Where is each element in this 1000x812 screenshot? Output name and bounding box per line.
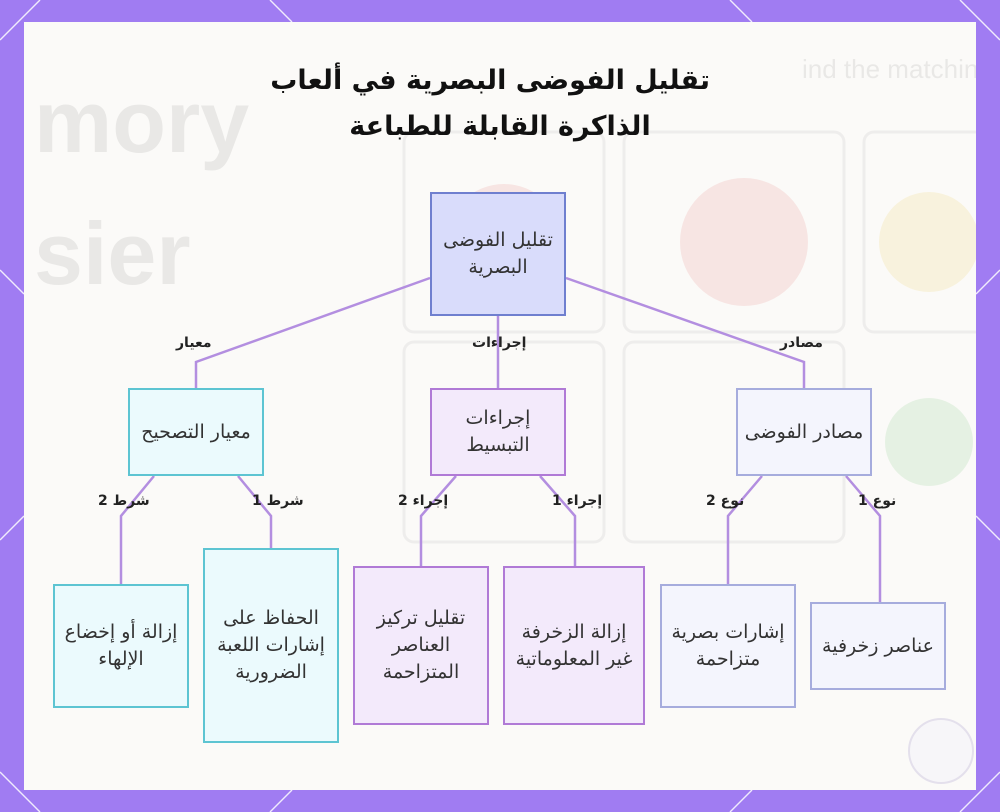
edge-label-proc2: إجراء 2 — [398, 493, 449, 509]
node-procedures-text: إجراءات التبسيط — [465, 407, 531, 456]
edge-label-type2: نوع 2 — [706, 493, 745, 509]
node-cond1-text: الحفاظ على إشارات اللعبة الضرورية — [217, 607, 325, 683]
node-cond2: إزالة أو إخضاع الإلهاء — [53, 584, 189, 708]
edge-root-sources — [565, 276, 806, 388]
node-type1-text: عناصر زخرفية — [822, 634, 934, 657]
background-word-1: mory — [34, 72, 249, 171]
edge-sources-type2 — [726, 475, 763, 584]
node-root: تقليل الفوضى البصرية — [430, 192, 566, 316]
node-proc1-text: إزالة الزخرفة غير المعلوماتية — [515, 620, 633, 670]
background-word-3: ind the matching p — [802, 54, 976, 84]
title-line-2: الذاكرة القابلة للطباعة — [349, 111, 651, 142]
title-line-1: تقليل الفوضى البصرية في ألعاب — [270, 65, 710, 96]
node-sources: مصادر الفوضى — [736, 388, 872, 476]
edge-label-cond1: شرط 1 — [252, 493, 304, 509]
node-type2-text: إشارات بصرية متزاحمة — [671, 621, 785, 670]
node-sources-text: مصادر الفوضى — [744, 420, 864, 443]
edge-label-cond2: شرط 2 — [98, 493, 150, 509]
node-proc2-text: تقليل تركيز العناصر المتزاحمة — [376, 607, 466, 683]
node-standard-text: معيار التصحيح — [141, 420, 251, 443]
node-cond2-text: إزالة أو إخضاع الإلهاء — [64, 621, 178, 670]
edge-label-standard: معيار — [176, 335, 212, 351]
watermark-seal — [908, 718, 974, 784]
node-root-text: تقليل الفوضى البصرية — [443, 229, 553, 278]
node-standard: معيار التصحيح — [128, 388, 264, 476]
edge-procedures-proc1 — [539, 475, 577, 566]
node-type2: إشارات بصرية متزاحمة — [660, 584, 796, 708]
edge-procedures-proc2 — [419, 475, 457, 566]
node-cond1: الحفاظ على إشارات اللعبة الضرورية — [203, 548, 339, 743]
page-title: تقليل الفوضى البصرية في ألعاب الذاكرة ال… — [270, 58, 710, 150]
edge-label-procedures: إجراءات — [472, 335, 527, 351]
node-proc1: إزالة الزخرفة غير المعلوماتية — [503, 566, 645, 725]
edge-label-proc1: إجراء 1 — [552, 493, 603, 509]
edge-standard-cond1 — [237, 475, 273, 548]
node-procedures: إجراءات التبسيط — [430, 388, 566, 476]
node-type1: عناصر زخرفية — [810, 602, 946, 690]
node-proc2: تقليل تركيز العناصر المتزاحمة — [353, 566, 489, 725]
edge-root-standard — [194, 276, 431, 388]
background-word-2: sier — [34, 204, 191, 303]
edge-label-sources: مصادر — [780, 335, 823, 351]
edge-sources-type1 — [845, 475, 882, 602]
edge-label-type1: نوع 1 — [858, 493, 897, 509]
edge-standard-cond2 — [119, 475, 155, 584]
